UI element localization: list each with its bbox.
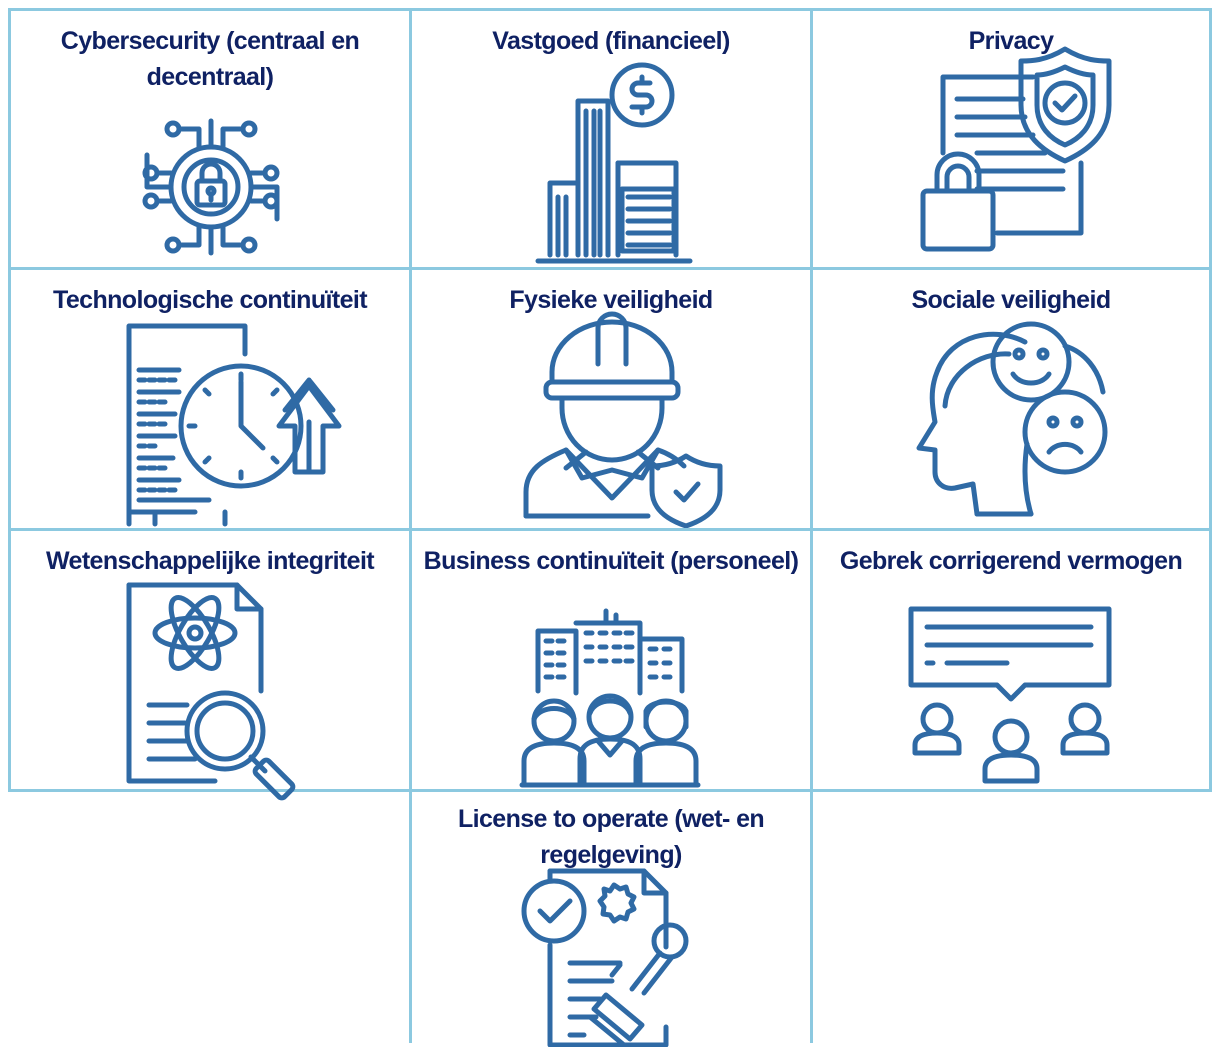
tile-vastgoed: Vastgoed (financieel) — [409, 8, 813, 270]
tile-technologische-continuiteit: Technologische continuïteit — [8, 267, 412, 531]
tile-title: Vastgoed (financieel) — [492, 27, 730, 55]
worker-helmet-shield-icon — [512, 320, 722, 526]
tile-title: License to operate (wet- en regelgeving) — [457, 805, 765, 869]
tile-fysieke-veiligheid: Fysieke veiligheid — [409, 267, 813, 531]
tile-title: Gebrek corrigerend vermogen — [839, 547, 1183, 575]
circuit-lock-icon — [133, 103, 293, 271]
speech-bubble-people-icon — [903, 605, 1117, 785]
tile-title: Wetenschappelijke integriteit — [45, 547, 375, 575]
head-emotions-icon — [915, 322, 1115, 518]
tile-title: Privacy — [968, 27, 1054, 55]
server-clock-arrow-icon — [125, 322, 337, 526]
tile-business-continuiteit: Business continuïteit (personeel) — [409, 528, 813, 792]
tile-privacy: Privacy — [810, 8, 1212, 270]
tile-title: Fysieke veiligheid — [509, 286, 713, 314]
tile-title: Sociale veiligheid — [911, 286, 1111, 314]
tile-sociale-veiligheid: Sociale veiligheid — [810, 267, 1212, 531]
tile-gebrek-corrigerend-vermogen: Gebrek corrigerend vermogen — [810, 528, 1212, 792]
tile-title: Business continuïteit (personeel) — [423, 547, 799, 575]
document-atom-magnifier-icon — [125, 581, 315, 791]
tile-license-to-operate: License to operate (wet- en regelgeving) — [409, 789, 813, 1043]
city-people-icon — [520, 609, 700, 787]
document-stamp-check-icon — [520, 867, 696, 1047]
tile-title: Cybersecurity (centraal en decentraal) — [60, 27, 360, 91]
tile-title: Technologische continuïteit — [53, 286, 368, 314]
tile-wetenschappelijke-integriteit: Wetenschappelijke integriteit — [8, 528, 412, 792]
building-dollar-icon — [534, 57, 694, 267]
tile-cybersecurity: Cybersecurity (centraal en decentraal) — [8, 8, 412, 270]
document-shield-lock-icon — [913, 43, 1113, 255]
